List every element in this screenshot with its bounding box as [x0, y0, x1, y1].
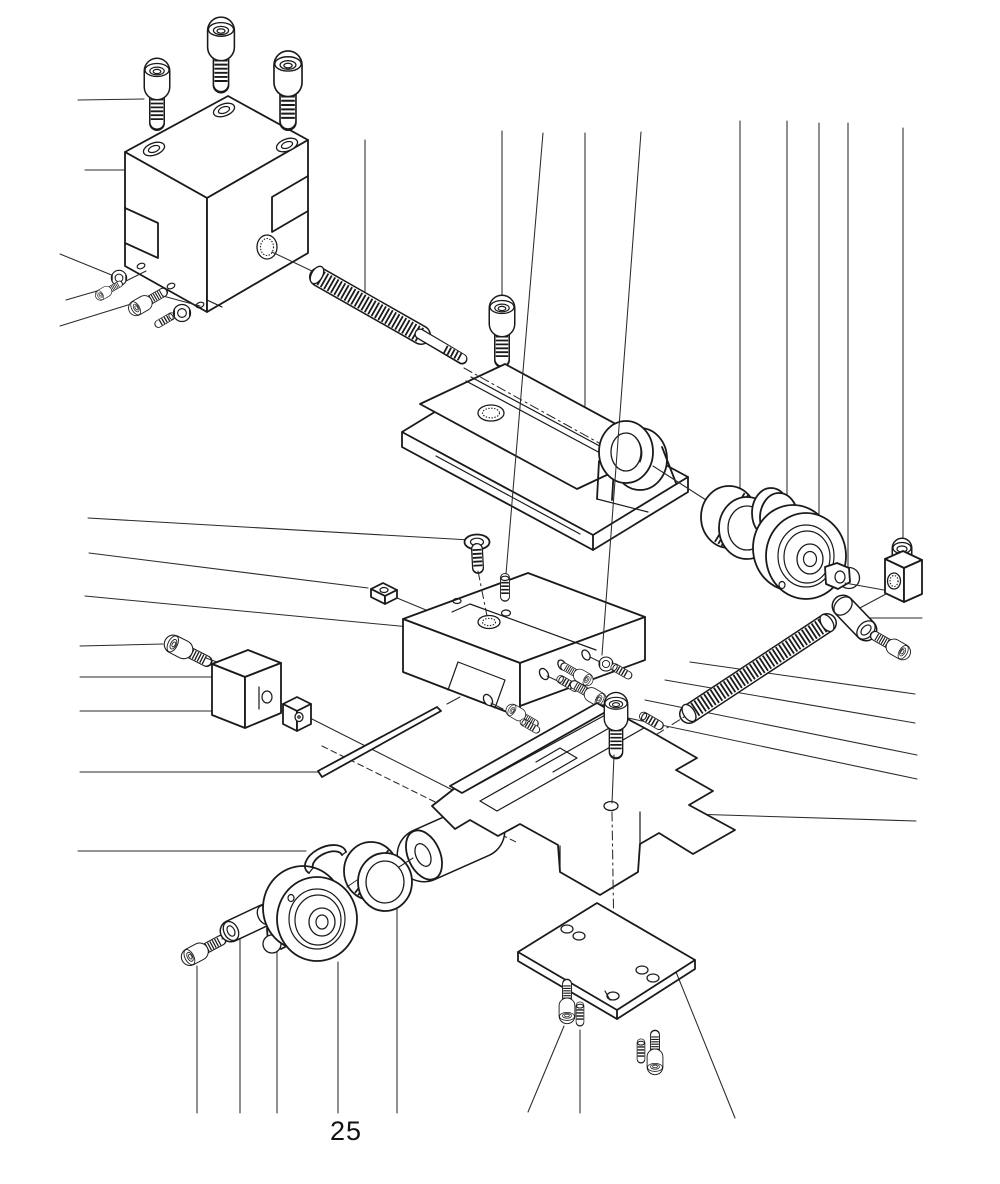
lead-screw-bearing-bracket — [463, 367, 707, 513]
retaining-screw-right — [871, 629, 910, 660]
long-socket-head-cap-screw — [605, 697, 627, 992]
spacer-bushing-left — [219, 900, 289, 943]
gib-strip — [317, 696, 461, 778]
set-screw-upper — [501, 576, 509, 597]
bottom-mounting-plate — [517, 902, 696, 1020]
crank-handle-block — [842, 537, 923, 618]
set-screw-cluster — [482, 649, 630, 733]
graduated-dial-ring-left — [343, 841, 414, 912]
clamp-block-left — [165, 634, 312, 732]
retaining-c-clip — [304, 844, 347, 874]
handwheel-left — [262, 865, 358, 962]
flat-head-screw — [463, 533, 491, 617]
cross-feed-lead-screw — [640, 613, 837, 746]
page-number: 25 — [329, 1116, 363, 1146]
retaining-screw-left — [182, 933, 225, 966]
clamp-fasteners-left — [95, 269, 201, 326]
tool-post-block — [124, 95, 309, 313]
saddle-base-casting — [396, 702, 736, 896]
leader-lines-front — [505, 131, 642, 656]
top-slide-lead-screw — [271, 251, 468, 365]
leader-lines-back — [59, 98, 923, 1119]
hex-nut-right — [824, 562, 861, 590]
square-nut — [370, 582, 427, 611]
cross-slide-block — [402, 572, 646, 718]
